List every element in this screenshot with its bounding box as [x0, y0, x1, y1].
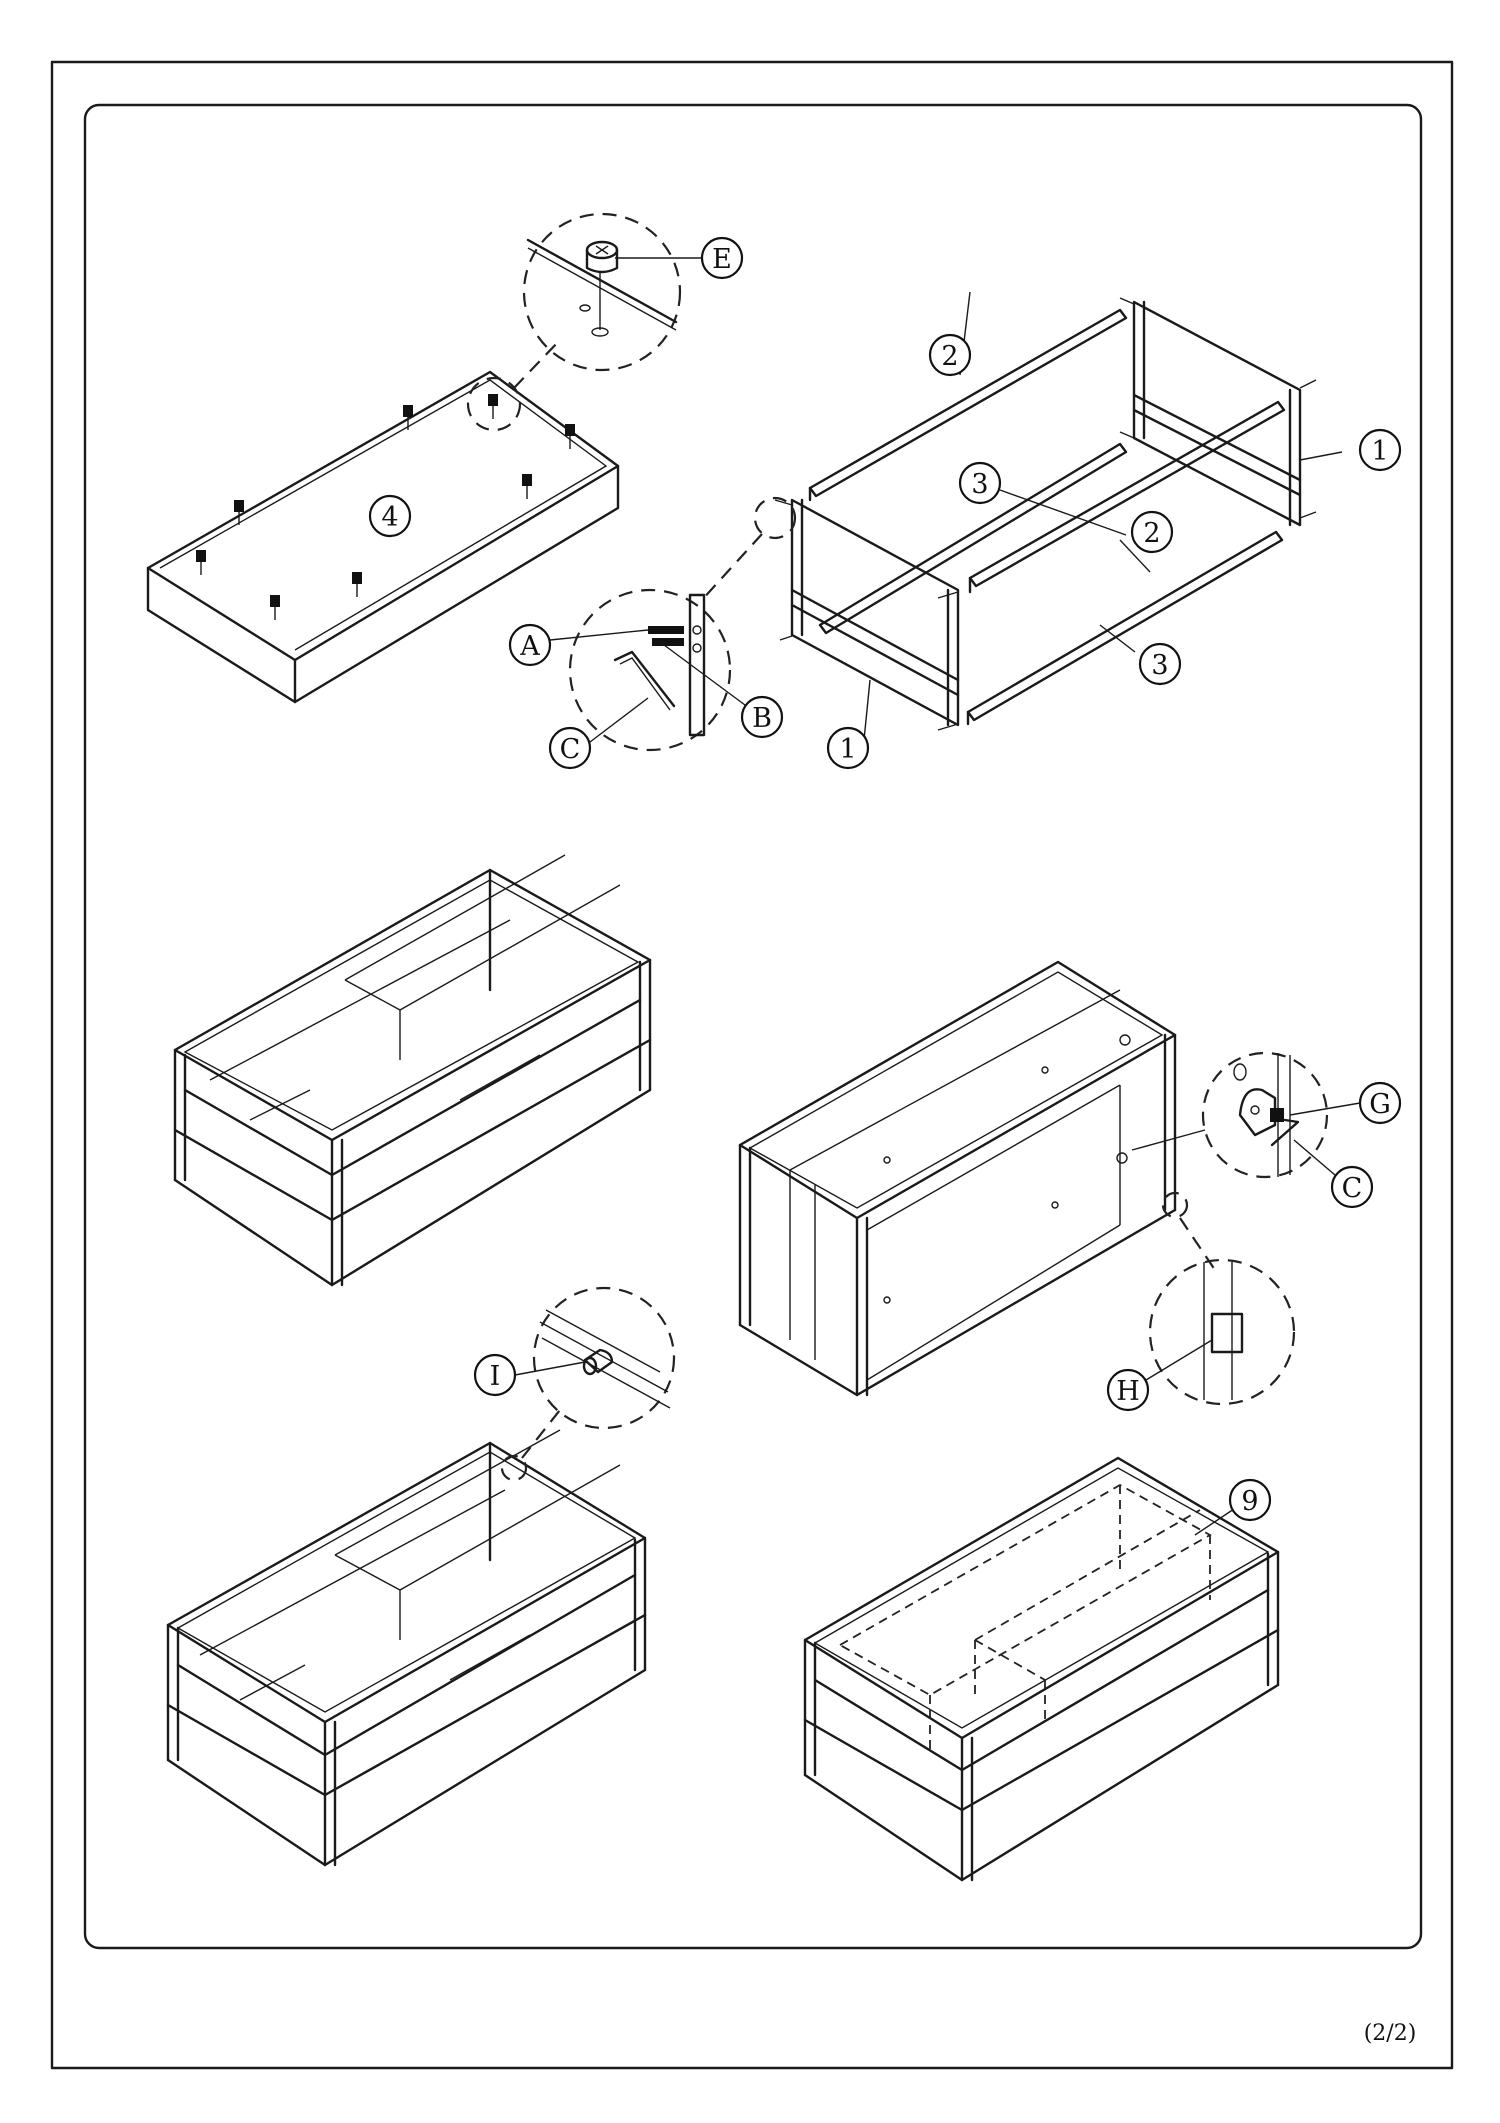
svg-text:I: I	[490, 1361, 501, 1392]
svg-text:2: 2	[1143, 518, 1160, 549]
step-2-frame	[549, 291, 1343, 752]
label-part-9: 9	[1228, 1478, 1272, 1522]
label-part-1-right: 1	[1358, 428, 1402, 472]
svg-text:G: G	[1369, 1089, 1391, 1120]
svg-text:B: B	[752, 703, 772, 734]
svg-text:3: 3	[971, 469, 988, 500]
inner-border	[83, 103, 1423, 1950]
label-hw-C-2: C	[1330, 1165, 1374, 1209]
cam-bolt-group	[196, 394, 575, 620]
svg-text:1: 1	[1371, 436, 1388, 467]
label-part-4-text: 4	[381, 502, 398, 533]
svg-text:3: 3	[1151, 650, 1168, 681]
label-hw-B: B	[740, 695, 784, 739]
svg-text:A: A	[519, 631, 540, 662]
label-part-3-mid: 3	[958, 461, 1002, 505]
label-hw-A: A	[508, 623, 552, 667]
detail-zoom-H	[1148, 1258, 1296, 1406]
label-part-1-left: 1	[826, 726, 870, 770]
step-3-assembly	[173, 854, 652, 1287]
label-part-2-mid: 2	[1130, 510, 1174, 554]
svg-text:1: 1	[839, 734, 856, 765]
outer-border	[50, 60, 1454, 2070]
step-1-panel	[146, 212, 703, 704]
detail-zoom-ABC	[568, 588, 732, 752]
label-hw-G: G	[1358, 1081, 1402, 1125]
svg-text:E: E	[712, 244, 732, 275]
label-hw-H: H	[1106, 1368, 1150, 1412]
detail-zoom-E	[522, 212, 703, 372]
label-hw-E: E	[700, 236, 744, 280]
svg-text:C: C	[560, 734, 581, 765]
detail-zoom-I	[532, 1286, 676, 1430]
svg-text:9: 9	[1241, 1486, 1258, 1517]
step-4-assembly	[738, 960, 1329, 1406]
svg-text:2: 2	[941, 341, 958, 372]
label-part-4: 4	[368, 494, 412, 538]
label-hw-I: I	[473, 1353, 517, 1397]
step-5-assembly	[166, 1286, 676, 1867]
label-part-3-bottom: 3	[1138, 642, 1182, 686]
svg-text:C: C	[1342, 1173, 1363, 1204]
label-hw-C-1: C	[548, 726, 592, 770]
detail-zoom-GC	[1201, 1051, 1329, 1179]
svg-text:H: H	[1116, 1376, 1140, 1407]
step-6-assembly	[803, 1456, 1280, 1882]
page-number: (2/2)	[1364, 2021, 1417, 2046]
label-part-2-top: 2	[928, 333, 972, 377]
